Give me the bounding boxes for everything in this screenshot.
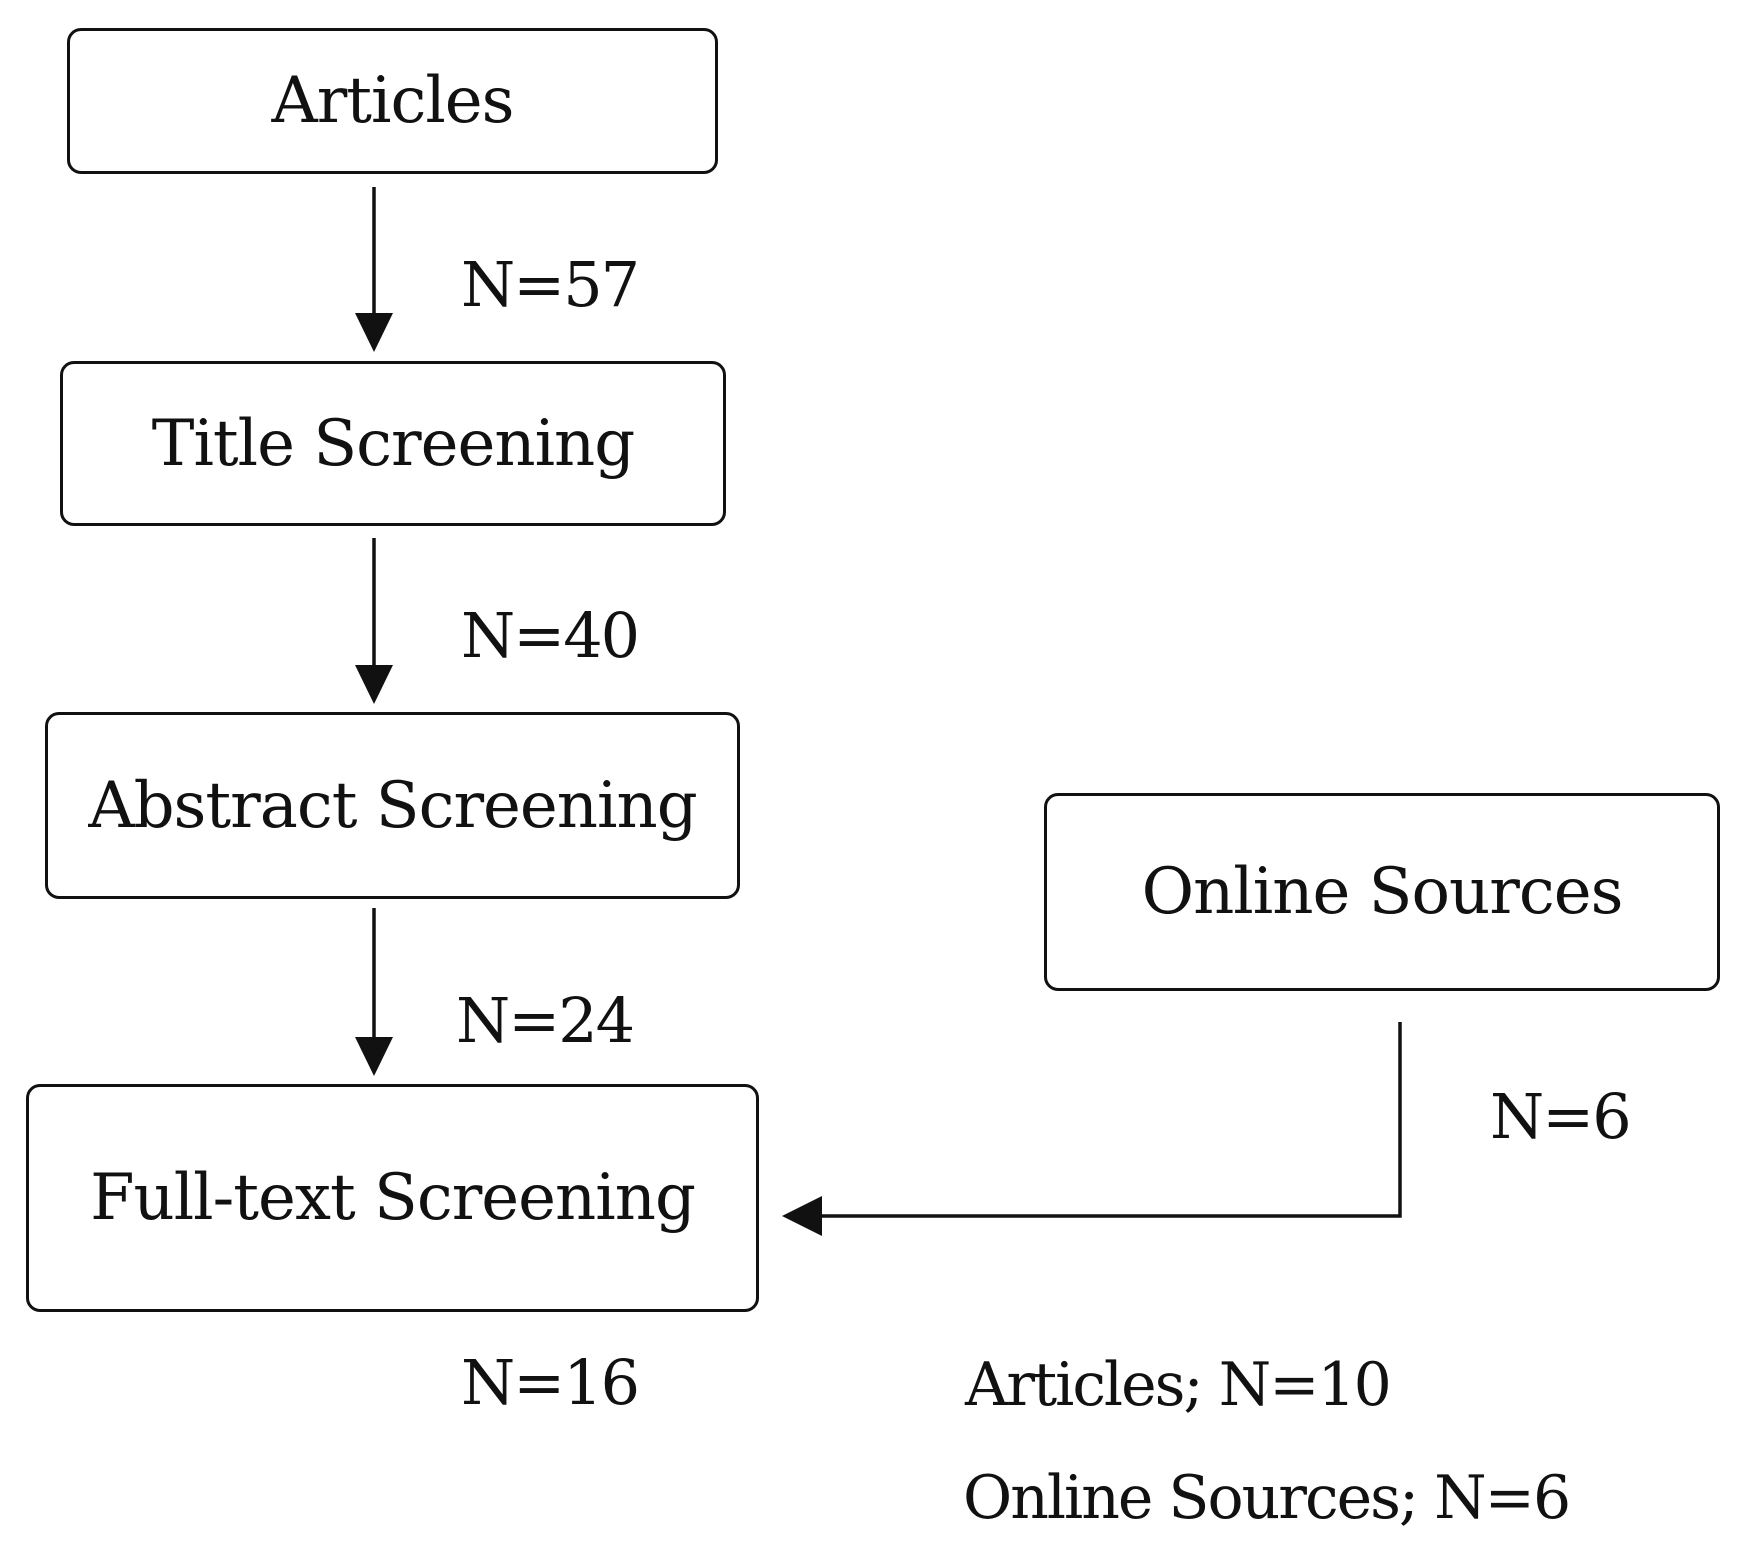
articles-box: Articles xyxy=(67,28,718,174)
arrowhead-abstract-to-fulltext xyxy=(355,1037,393,1076)
edge-label-online-to-fulltext: N=6 xyxy=(1490,1080,1632,1153)
arrowhead-articles-to-title xyxy=(355,313,393,352)
arrowhead-online-to-fulltext xyxy=(782,1196,822,1236)
fulltext-screening-box: Full-text Screening xyxy=(26,1084,759,1312)
articles-box-label: Articles xyxy=(271,64,514,138)
result-online-sources-line: Online Sources; N=6 xyxy=(963,1463,1571,1533)
edge-label-abstract-to-fulltext: N=24 xyxy=(456,984,635,1057)
abstract-screening-box: Abstract Screening xyxy=(45,712,740,899)
fulltext-screening-box-label: Full-text Screening xyxy=(90,1161,696,1235)
arrow-online-to-fulltext xyxy=(815,1022,1402,1218)
edge-label-articles-to-title: N=57 xyxy=(461,248,640,321)
online-sources-box: Online Sources xyxy=(1044,793,1720,991)
title-screening-box: Title Screening xyxy=(60,361,726,526)
arrowhead-title-to-abstract xyxy=(355,665,393,704)
online-sources-box-label: Online Sources xyxy=(1141,855,1624,929)
title-screening-box-label: Title Screening xyxy=(151,406,635,481)
result-articles-line: Articles; N=10 xyxy=(965,1350,1392,1420)
abstract-screening-box-label: Abstract Screening xyxy=(88,768,697,843)
edge-label-title-to-abstract: N=40 xyxy=(461,599,640,672)
fulltext-count-label: N=16 xyxy=(461,1346,640,1419)
